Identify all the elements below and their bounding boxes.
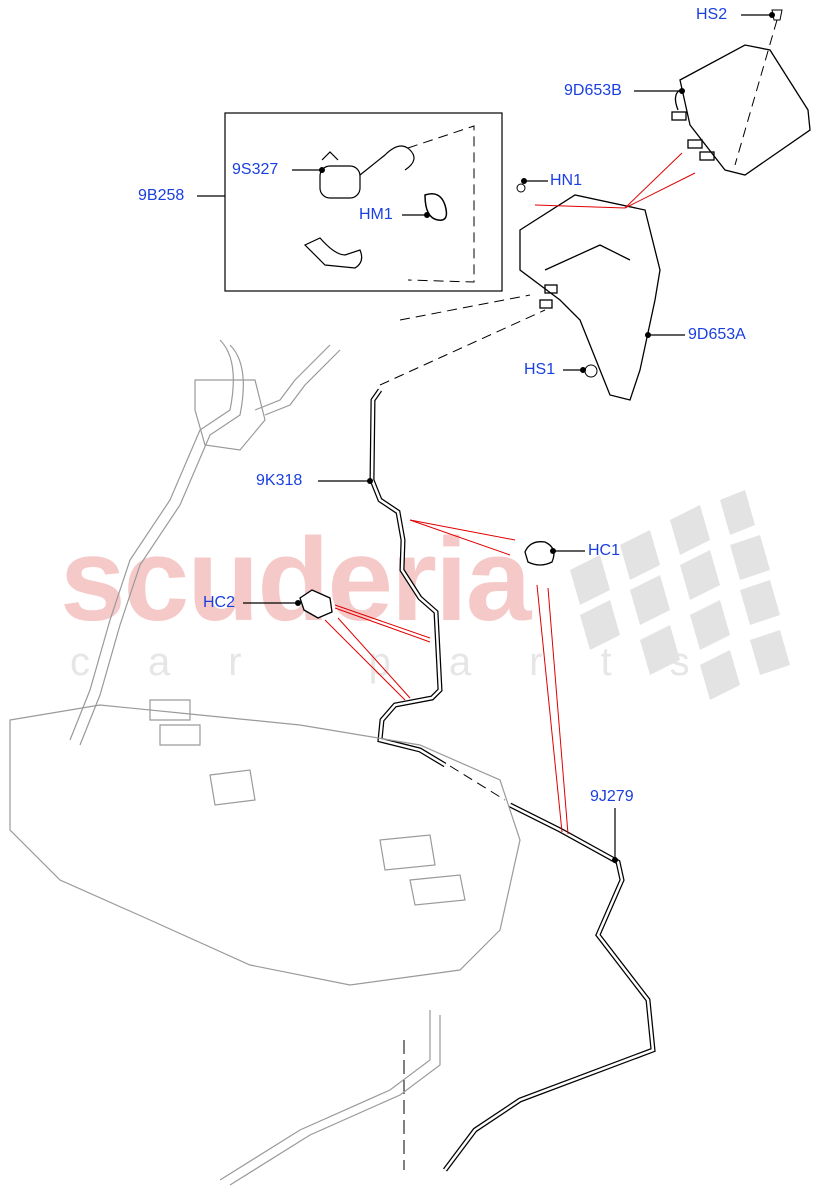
watermark-main: scuderia bbox=[60, 514, 531, 646]
label-HM1[interactable]: HM1 bbox=[359, 206, 393, 223]
leader-lines bbox=[197, 14, 772, 860]
kit-box bbox=[224, 112, 503, 292]
pipe-9J279 bbox=[443, 802, 656, 1172]
clip-HC2 bbox=[299, 589, 333, 619]
label-HS1[interactable]: HS1 bbox=[524, 361, 556, 378]
fuel-tank-background bbox=[9, 339, 521, 1186]
bracket bbox=[303, 237, 363, 269]
label-HN1[interactable]: HN1 bbox=[550, 172, 583, 189]
clip-HC1 bbox=[524, 541, 555, 566]
watermark-sub: car parts bbox=[70, 640, 748, 684]
checkered-flag-watermark bbox=[570, 490, 790, 700]
label-9D653A[interactable]: 9D653A bbox=[688, 326, 746, 343]
label-9B258[interactable]: 9B258 bbox=[138, 187, 185, 204]
pump-9S327 bbox=[319, 145, 415, 199]
label-9K318[interactable]: 9K318 bbox=[256, 472, 303, 489]
canister-9D653A bbox=[519, 194, 661, 401]
label-HS2[interactable]: HS2 bbox=[696, 6, 728, 23]
label-9D653B[interactable]: 9D653B bbox=[564, 82, 622, 99]
label-HC1[interactable]: HC1 bbox=[588, 542, 621, 559]
label-9J279[interactable]: 9J279 bbox=[590, 788, 634, 805]
label-9S327[interactable]: 9S327 bbox=[232, 161, 279, 178]
reference-lines bbox=[324, 152, 696, 835]
label-HC2[interactable]: HC2 bbox=[203, 594, 236, 611]
pipe-9K318 bbox=[369, 388, 447, 768]
canister-9D653B bbox=[671, 44, 811, 176]
leader-dots bbox=[295, 12, 775, 863]
